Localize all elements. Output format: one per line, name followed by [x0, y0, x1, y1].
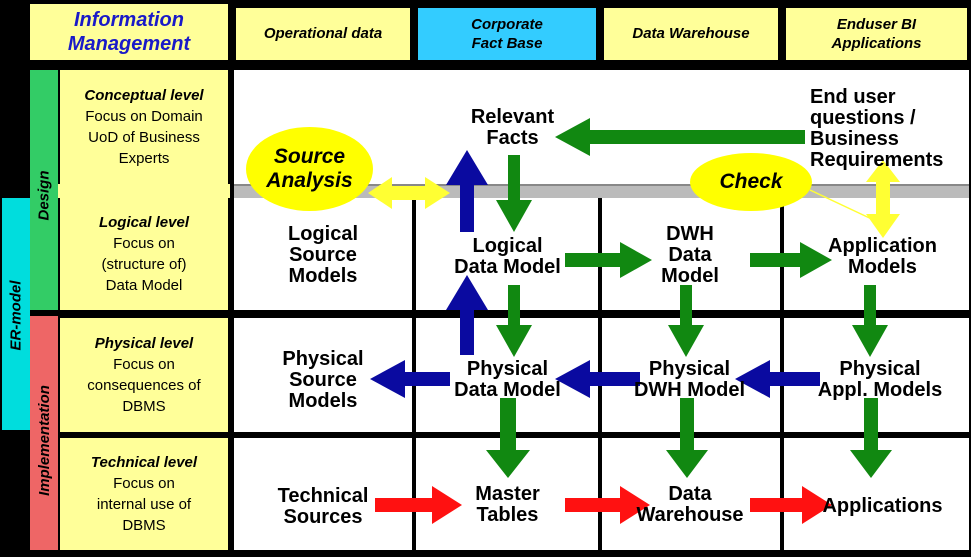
- node-logical-source-models: Logical Source Models: [287, 222, 358, 287]
- node-applications: Applications: [822, 494, 943, 517]
- arrow-master-to-dw: [565, 486, 650, 524]
- node-relevant-facts: Relevant Facts: [470, 106, 555, 149]
- node-master-tables: Master Tables: [475, 483, 540, 526]
- arrow-logical-to-facts: [446, 150, 488, 232]
- node-physical-dwh-model: Physical DWH Model: [633, 358, 746, 401]
- level-title: Conceptual level: [84, 87, 204, 104]
- node-technical-sources: Technical Sources: [277, 485, 369, 528]
- arrow-check: [866, 160, 900, 238]
- level-title: Technical level: [90, 454, 198, 471]
- level-desc: Focus on consequences of DBMS: [87, 356, 201, 415]
- column-header-data-warehouse: Data Warehouse: [602, 6, 780, 62]
- arrow-physical-to-master: [486, 398, 530, 478]
- arrow-dwh-to-appl: [750, 242, 832, 278]
- level-desc: Focus on internal use of DBMS: [96, 475, 192, 534]
- arrow-source-analysis: [368, 177, 450, 209]
- arrow-appl-to-physicalappl: [852, 285, 888, 357]
- node-application-models: Application Models: [828, 235, 937, 278]
- level-conceptual: Conceptual level Focus on Domain UoD of …: [60, 70, 228, 184]
- node-enduser-questions: End user questions / Business Requiremen…: [810, 86, 944, 171]
- arrow-physicaldwh-to-physicaldata: [555, 360, 640, 398]
- node-dwh-data-model: DWH Data Model: [661, 222, 719, 287]
- er-model-strip: [2, 198, 30, 430]
- implementation-strip: [30, 316, 58, 550]
- check-ellipse: Check: [690, 153, 812, 211]
- arrow-requirements-to-facts: [555, 118, 805, 156]
- level-logical: Logical level Focus on (structure of) Da…: [60, 198, 228, 310]
- node-physical-appl-models: Physical Appl. Models: [817, 358, 943, 401]
- node-logical-data-model: Logical Data Model: [454, 235, 561, 278]
- arrow-dw-to-apps: [750, 486, 832, 524]
- cell-logical-operational: [234, 198, 412, 310]
- arrow-sources-to-master: [375, 486, 462, 524]
- level-desc: Focus on (structure of) Data Model: [101, 235, 187, 294]
- arrow-facts-to-logical: [496, 155, 532, 232]
- level-physical: Physical level Focus on consequences of …: [60, 318, 228, 432]
- level-title: Physical level: [94, 335, 194, 352]
- cell-technical-operational: [234, 438, 412, 550]
- source-analysis-ellipse: Source Analysis: [246, 127, 373, 211]
- node-data-warehouse: Data Warehouse: [636, 483, 744, 526]
- column-header-corporate-fact-base: Corporate Fact Base: [416, 6, 598, 62]
- level-title: Logical level: [98, 214, 190, 231]
- arrow-logical-to-physical: [496, 285, 532, 357]
- check-connector: [809, 189, 879, 223]
- level-divider: [58, 184, 230, 198]
- arrow-physicaldwh-to-dw: [666, 398, 708, 478]
- page-title: Information Management: [30, 4, 228, 60]
- column-header-operational-data: Operational data: [234, 6, 412, 62]
- arrow-physicaldata-to-source: [370, 360, 450, 398]
- node-physical-data-model: Physical Data Model: [454, 358, 561, 401]
- column-header-enduser-bi-applications: Enduser BI Applications: [784, 6, 969, 62]
- arrow-dwhmodel-to-physicaldwh: [668, 285, 704, 357]
- level-technical: Technical level Focus on internal use of…: [60, 438, 228, 550]
- arrow-physicalappl-to-apps: [850, 398, 892, 478]
- arrow-logical-to-dwh: [565, 242, 652, 278]
- design-strip: [30, 70, 58, 310]
- node-physical-source-models: Physical Source Models: [282, 347, 364, 412]
- arrow-physical-to-logical: [446, 275, 488, 355]
- level-desc: Focus on Domain UoD of Business Experts: [85, 108, 203, 167]
- arrow-physicalappl-to-physicaldwh: [735, 360, 820, 398]
